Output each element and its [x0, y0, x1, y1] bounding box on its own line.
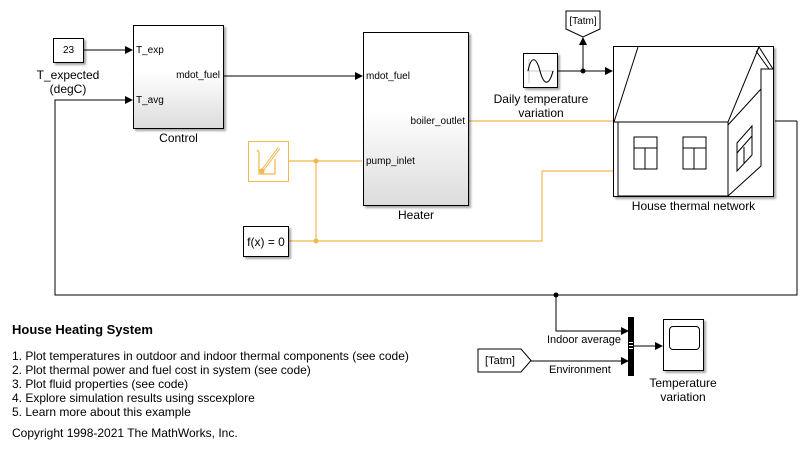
fluid-properties-block[interactable]: [248, 141, 289, 182]
house-icon: [613, 46, 774, 197]
port-mdot-fuel-out: mdot_fuel: [176, 70, 220, 81]
port-t-exp: T_exp: [136, 45, 164, 56]
note-link-1[interactable]: 1. Plot temperatures in outdoor and indo…: [12, 349, 409, 363]
note-link-2[interactable]: 2. Plot thermal power and fuel cost in s…: [12, 363, 311, 377]
signal-feedback-tavg[interactable]: [54, 100, 798, 296]
goto-tag-block[interactable]: [Tatm]: [565, 10, 603, 38]
from-tag-block[interactable]: [Tatm]: [477, 348, 533, 374]
port-mdot-fuel-in: mdot_fuel: [366, 71, 410, 82]
physical-junction: [313, 158, 319, 164]
signal-label-environment: Environment: [549, 364, 611, 376]
heater-label: Heater: [397, 208, 435, 222]
scope-icon: [669, 326, 700, 350]
constant-label: T_expected (degC): [36, 68, 100, 96]
notes-list: 1. Plot temperatures in outdoor and indo…: [12, 349, 409, 419]
goto-tag-text: [Tatm]: [569, 16, 596, 27]
sine-wave-block[interactable]: [523, 53, 558, 88]
signal-label-indoor: Indoor average: [547, 334, 621, 346]
port-t-avg: T_avg: [136, 95, 164, 106]
notes-title: House Heating System: [12, 322, 153, 337]
copyright: Copyright 1998-2021 The MathWorks, Inc.: [12, 426, 238, 440]
control-subsystem[interactable]: T_exp T_avg mdot_fuel: [133, 25, 224, 129]
port-boiler-outlet: boiler_outlet: [410, 116, 465, 127]
signal-indoor-average[interactable]: [555, 295, 629, 335]
scope-label: Temperature variation: [649, 376, 717, 404]
constant-value: 23: [62, 45, 75, 56]
sine-wave-icon: [527, 59, 554, 83]
mux-bar-icon: [629, 342, 633, 349]
solver-configuration-block[interactable]: f(x) = 0: [243, 226, 289, 257]
branch-point: [553, 292, 559, 298]
house-thermal-network-block[interactable]: [613, 46, 774, 197]
heater-subsystem[interactable]: mdot_fuel pump_inlet boiler_outlet: [363, 32, 469, 206]
note-link-3[interactable]: 3. Plot fluid properties (see code): [12, 377, 189, 391]
solver-text: f(x) = 0: [247, 234, 285, 249]
note-link-4[interactable]: 4. Explore simulation results using ssce…: [12, 391, 255, 405]
sine-wave-label: Daily temperature variation: [493, 92, 589, 120]
constant-block[interactable]: 23: [53, 38, 84, 63]
thermometer-beaker-icon: [256, 147, 281, 175]
house-label: House thermal network: [631, 199, 756, 213]
mux-block[interactable]: [628, 317, 634, 376]
control-label: Control: [159, 131, 198, 145]
from-tag-text: [Tatm]: [485, 355, 515, 367]
port-pump-inlet: pump_inlet: [366, 156, 415, 167]
physical-junction: [313, 238, 319, 244]
branch-point: [580, 68, 586, 74]
physical-return[interactable]: [289, 170, 613, 242]
scope-block[interactable]: [663, 319, 704, 371]
note-link-5[interactable]: 5. Learn more about this example: [12, 405, 191, 419]
